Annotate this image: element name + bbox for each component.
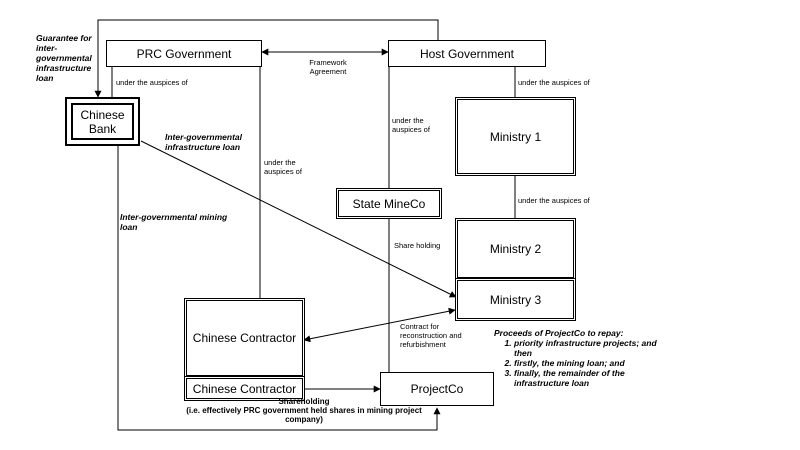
prc-government-box: PRC Government <box>106 40 262 67</box>
proceeds-item: firstly, the mining loan; and <box>514 358 674 368</box>
framework-agreement-label: Framework Agreement <box>309 58 347 76</box>
chinese-bank-label: Chinese Bank <box>80 107 125 136</box>
chinese-contractor-bottom-label: Chinese Contractor <box>192 381 297 396</box>
auspices-ministry1-ministry2-label: under the auspices of <box>518 196 590 205</box>
ministry-1-label: Ministry 1 <box>489 129 542 144</box>
proceeds-item: priority infrastructure projects; and th… <box>514 338 674 358</box>
state-mineco-box: State MineCo <box>336 188 442 219</box>
auspices-prc-bank-label: under the auspices of <box>116 78 188 87</box>
contract-arrow <box>303 307 456 343</box>
infra-loan-arrow <box>140 140 457 298</box>
host-government-box: Host Government <box>388 40 546 67</box>
chinese-bank-box: Chinese Bank <box>65 97 140 146</box>
proceeds-list: priority infrastructure projects; and th… <box>494 338 674 388</box>
proceeds-block: Proceeds of ProjectCo to repay: priority… <box>494 328 674 388</box>
prc-government-label: PRC Government <box>136 46 232 61</box>
ministry-2-label: Ministry 2 <box>489 242 542 256</box>
guarantee-line <box>94 19 439 98</box>
host-government-label: Host Government <box>419 46 515 61</box>
ministry-3-label: Ministry 3 <box>489 292 542 307</box>
chinese-bank-inner: Chinese Bank <box>71 103 134 140</box>
ministry-2-box: Ministry 2 <box>455 218 576 280</box>
auspices-prc-contractor-label: under the auspices of <box>264 158 302 176</box>
ministry-1-box: Ministry 1 <box>455 97 576 176</box>
auspices-host-mineco-label: under the auspices of <box>392 116 430 134</box>
auspices-host-ministry1-label: under the auspices of <box>518 78 590 87</box>
proceeds-item: finally, the remainder of the infrastruc… <box>514 368 674 388</box>
contract-label: Contract for reconstruction and refurbis… <box>400 322 462 349</box>
share-holding-label: Share holding <box>394 241 441 250</box>
projectco-box: ProjectCo <box>380 372 494 406</box>
proceeds-title: Proceeds of ProjectCo to repay: <box>494 328 624 338</box>
mining-loan-label: Inter-governmental mining loan <box>120 212 228 232</box>
chinese-contractor-top-box: Chinese Contractor <box>184 298 305 378</box>
projectco-label: ProjectCo <box>410 382 464 396</box>
guarantee-label: Guarantee for inter-governmental infrast… <box>36 33 92 83</box>
ministry-3-box: Ministry 3 <box>455 278 576 321</box>
chinese-contractor-top-label: Chinese Contractor <box>192 331 297 345</box>
shareholding-label: Shareholding (i.e. effectively PRC gover… <box>186 397 422 424</box>
mining-loan-arrow <box>117 146 441 431</box>
state-mineco-label: State MineCo <box>352 196 426 211</box>
chinese-contractor-bottom-box: Chinese Contractor <box>184 376 305 401</box>
infra-loan-label: Inter-governmental infrastructure loan <box>165 132 242 152</box>
